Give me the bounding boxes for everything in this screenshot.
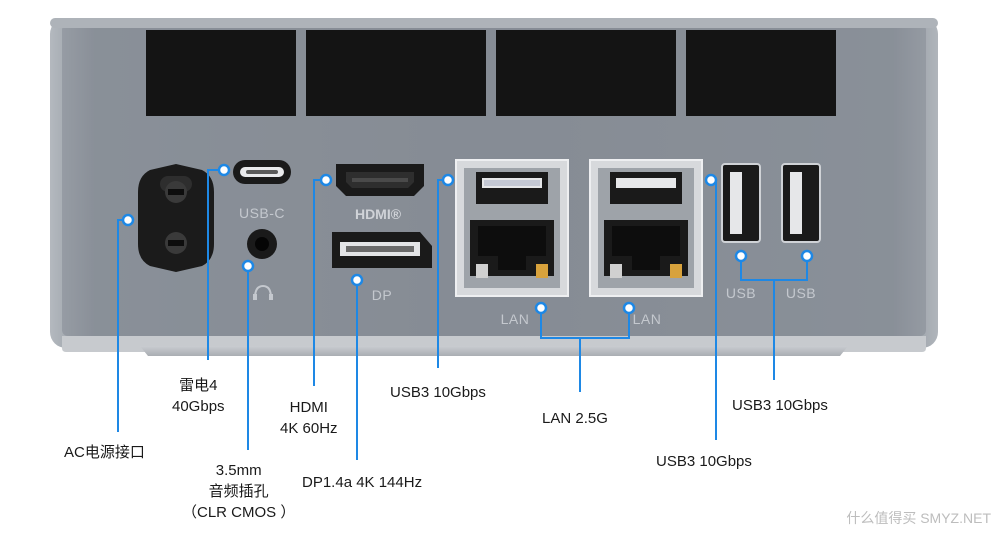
dp-panel-label: DP (372, 287, 392, 303)
hdmi-label: HDMI 4K 60Hz (280, 397, 338, 439)
hdmi-label-line1: HDMI (289, 399, 328, 416)
ac-power-port (138, 164, 214, 272)
watermark: 什么值得买 SMYZ.NET (846, 510, 991, 526)
vent-1 (146, 30, 296, 116)
callout-dots (121, 163, 814, 315)
usb-lan-block-left (455, 159, 569, 297)
thunderbolt-label: 雷电4 40Gbps (172, 375, 225, 417)
callout-lines (117, 169, 808, 460)
audio-jack (247, 229, 277, 259)
lan-callout-line (540, 308, 630, 392)
vent-2 (306, 30, 486, 116)
displayport-port (332, 232, 432, 268)
thunderbolt-label-line2: 40Gbps (172, 398, 225, 415)
usb-left-panel-label: USB (726, 285, 756, 301)
usb3-a-label: USB3 10Gbps (390, 384, 486, 401)
usb-a-vertical-right (781, 163, 821, 243)
vent-4 (686, 30, 836, 116)
usb3-right-lower-label: USB3 10Gbps (656, 453, 752, 470)
hdmi-label-line2: 4K 60Hz (280, 420, 338, 437)
chassis-foot (140, 346, 848, 356)
lan-left-panel-label: LAN (501, 311, 530, 327)
audio-label-line1: 3.5mm (215, 462, 262, 479)
audio-label-line2: 音频插孔 (208, 483, 269, 500)
audio-label-line3: （CLR CMOS ） (182, 504, 296, 521)
usb3-right-upper-callout-line (740, 256, 808, 380)
usbc-panel-label: USB-C (239, 205, 285, 221)
usb3-right-upper-label: USB3 10Gbps (732, 397, 828, 414)
dp-label: DP1.4a 4K 144Hz (302, 474, 423, 491)
hdmi-logo: HDMI® (355, 206, 402, 222)
thunderbolt-label-line1: 雷电4 (179, 377, 218, 394)
hdmi-port (336, 164, 424, 196)
headphone-icon (253, 284, 273, 300)
audio-jack-label: 3.5mm 音频插孔 （CLR CMOS ） (182, 460, 295, 523)
lan-right-panel-label: LAN (633, 311, 662, 327)
usb-c-port (233, 160, 291, 184)
usb-lan-block-right (589, 159, 703, 297)
lan-2-5g-label: LAN 2.5G (542, 410, 608, 427)
usb-a-vertical-left (721, 163, 761, 243)
vent-grilles (146, 30, 836, 116)
ac-power-label: AC电源接口 (64, 444, 145, 461)
usb-right-panel-label: USB (786, 285, 816, 301)
vent-3 (496, 30, 676, 116)
